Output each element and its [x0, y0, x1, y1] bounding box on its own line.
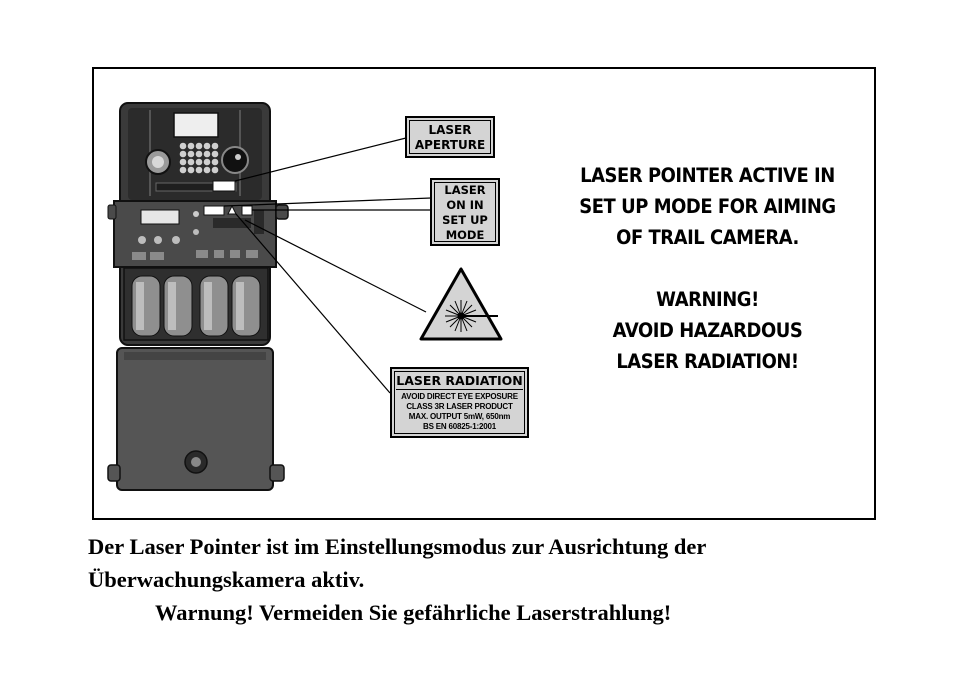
label-line: APERTURE	[414, 138, 486, 152]
laser-notice: LASER POINTER ACTIVE IN SET UP MODE FOR …	[567, 160, 848, 377]
notice-line: LASER POINTER ACTIVE IN	[580, 164, 835, 187]
radiation-line: CLASS 3R LASER PRODUCT	[406, 402, 513, 411]
lcd-display	[140, 209, 180, 225]
label-line: ON IN	[446, 198, 484, 212]
laser-warning-marker	[227, 204, 237, 215]
laser-aperture-label: LASER APERTURE	[405, 116, 495, 158]
warning-line: LASER RADIATION!	[616, 350, 799, 373]
label-line: SET UP	[442, 213, 488, 227]
laser-warning-icon	[419, 267, 503, 341]
leader-lines	[223, 137, 432, 394]
radiation-heading: LASER RADIATION	[396, 373, 523, 390]
trail-camera	[107, 102, 289, 491]
radiation-line: MAX. OUTPUT 5mW, 650nm	[408, 412, 511, 421]
ir-led-array	[179, 142, 219, 174]
radiation-line: AVOID DIRECT EYE EXPOSURE	[401, 392, 518, 401]
lens	[221, 146, 249, 174]
figure-frame	[92, 67, 876, 520]
german-caption: Der Laser Pointer ist im Einstellungsmod…	[88, 530, 888, 629]
laser-on-setup-label: LASER ON IN SET UP MODE	[430, 178, 500, 246]
label-line: LASER	[444, 183, 486, 197]
caption-line-2: Überwachungskamera aktiv.	[88, 567, 365, 592]
laser-aperture-marker	[212, 180, 236, 192]
batteries	[131, 275, 261, 337]
warning-line: AVOID HAZARDOUS	[612, 319, 803, 342]
label-line: MODE	[445, 228, 485, 242]
caption-line-3: Warnung! Vermeiden Sie gefährliche Laser…	[155, 600, 672, 625]
label-line: LASER	[428, 123, 472, 137]
laser-radiation-label: LASER RADIATION AVOID DIRECT EYE EXPOSUR…	[390, 367, 529, 438]
flash-window	[173, 112, 219, 138]
caption-line-1: Der Laser Pointer ist im Einstellungsmod…	[88, 534, 707, 559]
laser-on-marker	[203, 205, 225, 216]
notice-line: OF TRAIL CAMERA.	[616, 226, 799, 249]
camera-door	[116, 347, 274, 491]
radiation-line: BS EN 60825-1:2001	[423, 422, 496, 431]
notice-line: SET UP MODE FOR AIMING	[579, 195, 836, 218]
warning-line: WARNING!	[656, 288, 759, 311]
